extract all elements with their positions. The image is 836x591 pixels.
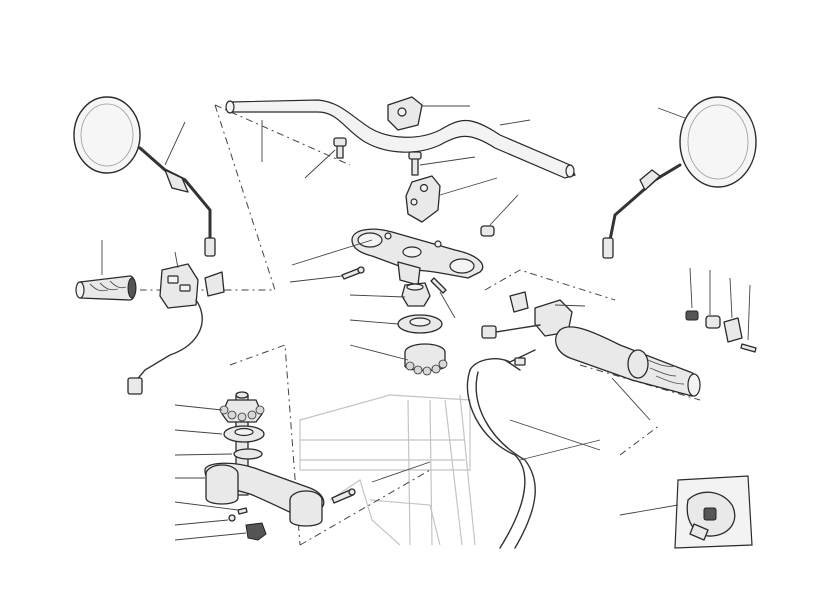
steering-nut bbox=[401, 282, 431, 307]
left-switch-housing bbox=[127, 263, 225, 395]
left-grip bbox=[75, 275, 137, 301]
handlebar-riser bbox=[405, 175, 441, 223]
handlebar bbox=[225, 99, 576, 179]
clamp-bolt-right bbox=[430, 277, 447, 294]
lower-triple-clamp bbox=[204, 462, 356, 527]
frame-ghost bbox=[299, 394, 476, 546]
clamp-bolt-left bbox=[333, 137, 347, 159]
clamp-bolt-side bbox=[341, 266, 365, 280]
throttle-grip bbox=[555, 326, 701, 397]
right-mirror bbox=[602, 96, 757, 259]
rubber-cap bbox=[480, 225, 495, 237]
leader-lines bbox=[101, 105, 751, 541]
handlebar-clamp-upper bbox=[387, 96, 423, 131]
stem-nut bbox=[228, 507, 267, 541]
riser-bolt bbox=[408, 151, 422, 176]
detail-inset bbox=[674, 475, 753, 549]
bar-end-parts bbox=[685, 310, 757, 353]
washer bbox=[397, 314, 443, 334]
upper-bearing bbox=[404, 343, 448, 376]
left-mirror bbox=[73, 96, 216, 257]
throttle-cables bbox=[466, 349, 536, 549]
upper-triple-clamp bbox=[351, 228, 484, 286]
